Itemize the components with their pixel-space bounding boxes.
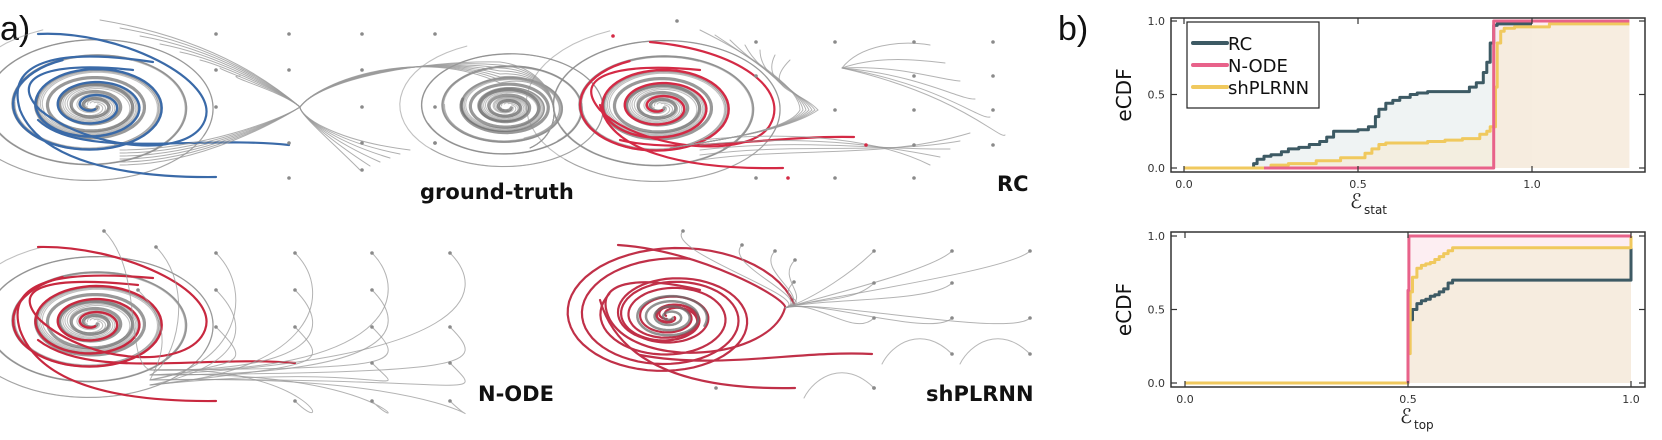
ecdf-line-rc [1185,236,1633,385]
panel-b-label: b) [1058,10,1089,48]
y-axis-label: eCDF [1112,68,1136,121]
portrait-ground-truth [0,19,604,181]
ecdf-fill-shplrnn [1184,23,1630,169]
x-tick-label: 1.0 [1523,178,1541,191]
x-tick-label: 0.0 [1175,178,1193,191]
x-tick-label: 0.5 [1399,393,1417,406]
x-axis-label: ℰ [1350,189,1362,213]
ecdf-line-rc [1184,22,1532,170]
portrait-n-ode [0,229,466,415]
ecdf-line-n-ode [1264,19,1630,170]
y-tick-label: 0.0 [1148,162,1166,175]
y-axis-label: eCDF [1112,283,1136,336]
portrait-label-n-ode: N-ODE [478,382,554,406]
portrait-label-rc: RC [997,172,1029,196]
y-tick-label: 0.5 [1148,89,1166,102]
ecdf-line-shplrnn [1185,236,1633,385]
x-axis-label-subscript: top [1414,418,1434,432]
x-tick-label: 0.5 [1349,178,1367,191]
ecdf-fill-shplrnn [1185,236,1631,383]
y-tick-label: 0.5 [1148,304,1166,317]
y-tick-label: 1.0 [1148,15,1166,28]
phase-portraits [0,19,1032,415]
y-tick-label: 1.0 [1148,230,1166,243]
portrait-label-shplrnn: shPLRNN [926,382,1034,406]
panel-a-label: a) [0,10,31,48]
ecdf-fill-rc [1184,23,1532,169]
portrait-rc [525,19,1006,182]
ecdf-line-shplrnn [1184,22,1630,170]
x-axis-label-subscript: stat [1364,203,1387,217]
legend-label-n-ode: N-ODE [1228,56,1288,77]
legend-label-shplrnn: shPLRNN [1228,78,1309,99]
x-tick-label: 0.0 [1176,393,1194,406]
portrait-label-ground-truth: ground-truth [420,180,574,204]
y-tick-label: 0.0 [1148,377,1166,390]
legend-label-rc: RC [1228,34,1252,55]
ecdf-line-n-ode [1406,234,1631,383]
portrait-shplrnn [566,229,1032,399]
x-axis-label: ℰ [1400,404,1412,428]
x-tick-label: 1.0 [1622,393,1640,406]
